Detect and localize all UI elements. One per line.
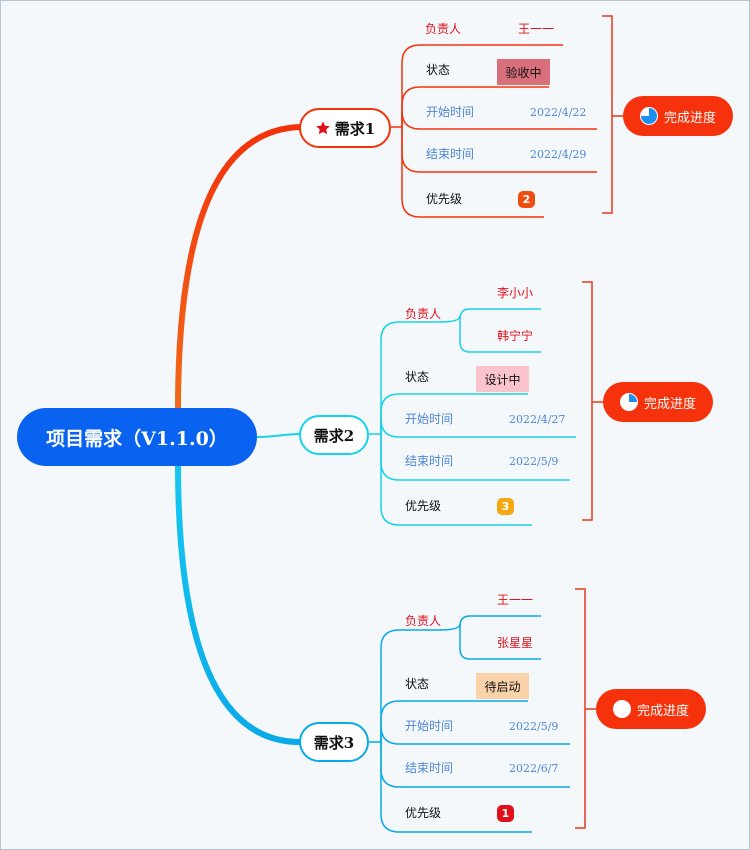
progress-label: 完成进度 — [636, 703, 689, 719]
trunk-branch-1 — [175, 124, 303, 413]
requirement-title: 需求2 — [313, 426, 355, 445]
branch-row-line — [380, 700, 528, 742]
owner-name: 王一一 — [518, 22, 555, 36]
start-time-label: 开始时间 — [426, 105, 475, 119]
end-time-label: 结束时间 — [405, 454, 454, 468]
requirement-node-1[interactable]: 需求1 — [299, 108, 391, 148]
progress-button-1[interactable]: 完成进度 — [623, 96, 733, 136]
requirement-node-3[interactable]: 需求3 — [299, 722, 369, 762]
status-label: 状态 — [405, 370, 430, 384]
start-time-label: 开始时间 — [405, 719, 454, 733]
owner-label: 负责人 — [405, 307, 442, 321]
branch-row-line — [380, 725, 570, 745]
start-time-value: 2022/5/9 — [509, 720, 559, 733]
branch-row-line — [401, 86, 549, 127]
branch-row-line — [401, 127, 544, 218]
root-node[interactable]: 项目需求（V1.1.0） — [17, 408, 257, 466]
owner-branch-line — [439, 615, 541, 631]
owner-branch-line — [459, 316, 541, 353]
progress-button-3[interactable]: 完成进度 — [596, 689, 706, 729]
status-badge: 设计中 — [476, 366, 529, 392]
owner-name: 韩宁宁 — [497, 329, 534, 343]
branch-row-line — [401, 110, 597, 130]
owner-label: 负责人 — [405, 614, 442, 628]
trunk-branch-2 — [256, 433, 301, 438]
branch-row-line — [380, 393, 528, 434]
end-time-value: 2022/4/29 — [530, 148, 587, 161]
status-badge: 待启动 — [476, 673, 529, 699]
priority-label: 优先级 — [405, 499, 442, 513]
branch-row-line — [380, 434, 532, 526]
status-label: 状态 — [426, 63, 451, 77]
priority-badge: 2 — [518, 191, 535, 208]
trunk-branch-3 — [175, 461, 303, 745]
end-time-label: 结束时间 — [405, 761, 454, 775]
owner-branch-line — [459, 624, 541, 660]
owner-label: 负责人 — [425, 22, 462, 36]
start-time-value: 2022/4/27 — [509, 413, 566, 426]
end-time-value: 2022/5/9 — [509, 455, 559, 468]
priority-badge: 3 — [497, 498, 514, 515]
branch-row-line — [380, 629, 441, 742]
status-value: 设计中 — [484, 372, 521, 387]
branch-row-line — [380, 418, 576, 438]
start-time-value: 2022/4/22 — [530, 106, 587, 119]
requirement-title: 需求1 — [334, 119, 376, 138]
status-value: 待启动 — [484, 679, 521, 694]
requirement-title: 需求3 — [313, 733, 355, 752]
owner-name: 张星星 — [497, 636, 534, 650]
start-time-label: 开始时间 — [405, 412, 454, 426]
progress-label: 完成进度 — [643, 396, 696, 412]
branch-row-line — [401, 44, 563, 127]
branch-row-line — [380, 742, 532, 833]
priority-label: 优先级 — [426, 192, 463, 206]
end-time-value: 2022/6/7 — [509, 762, 559, 775]
status-label: 状态 — [405, 677, 430, 691]
requirement-node-2[interactable]: 需求2 — [299, 415, 369, 455]
status-value: 验收中 — [505, 65, 542, 80]
group-bracket — [575, 588, 597, 829]
star-icon — [315, 120, 331, 136]
group-bracket — [582, 281, 604, 521]
owner-name: 王一一 — [497, 593, 534, 607]
end-time-label: 结束时间 — [426, 147, 475, 161]
branch-row-line — [380, 321, 441, 434]
root-title: 项目需求（V1.1.0） — [46, 427, 228, 450]
status-badge: 验收中 — [497, 59, 550, 85]
group-bracket — [602, 15, 624, 214]
progress-label: 完成进度 — [663, 110, 716, 126]
owner-branch-line — [439, 308, 541, 323]
progress-pie-icon — [612, 700, 631, 718]
priority-badge: 1 — [497, 805, 514, 822]
priority-label: 优先级 — [405, 806, 442, 820]
owner-name: 李小小 — [497, 286, 534, 300]
progress-pie-icon — [619, 393, 638, 411]
progress-button-2[interactable]: 完成进度 — [603, 382, 713, 422]
progress-pie-icon — [639, 107, 658, 125]
